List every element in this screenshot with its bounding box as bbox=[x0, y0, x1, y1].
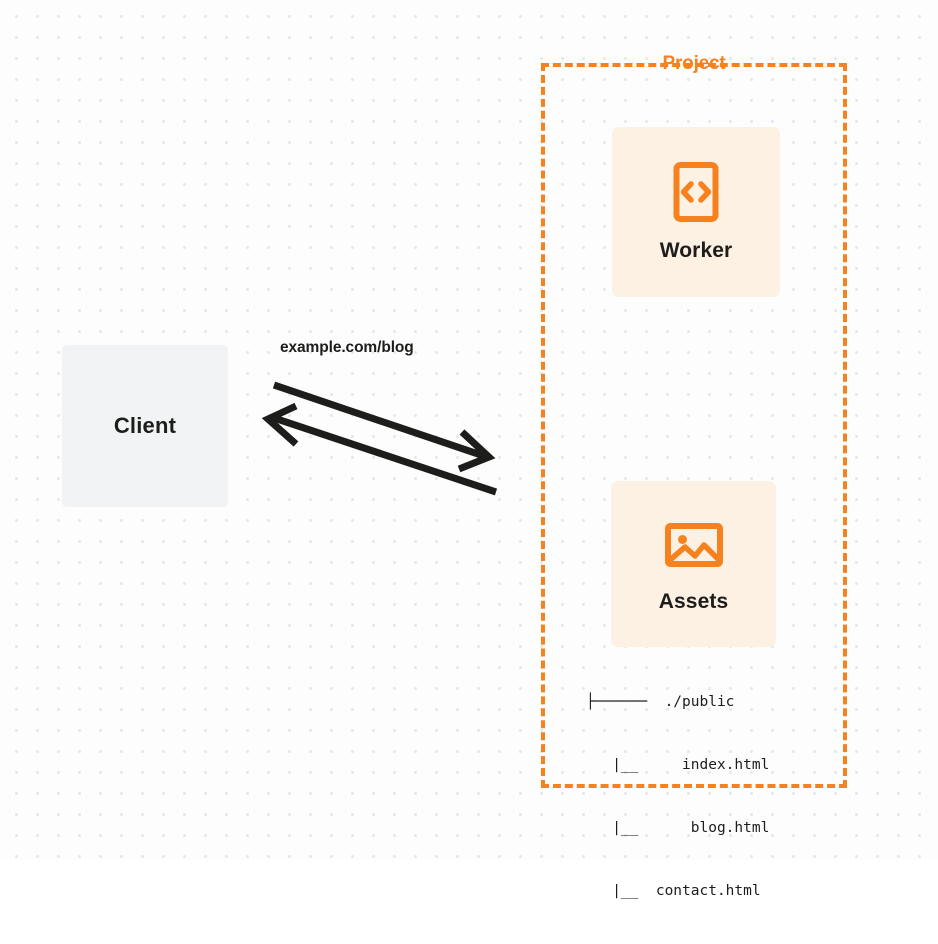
project-title: Project bbox=[662, 53, 726, 74]
request-url-label: example.com/blog bbox=[280, 339, 414, 356]
diagram-canvas: Client example.com/blog Project Worker bbox=[0, 0, 938, 899]
project-container: Project bbox=[541, 53, 847, 788]
file-tree-row: ├────── ./public bbox=[586, 694, 735, 710]
file-tree-row: |__ index.html bbox=[586, 757, 770, 773]
worker-label: Worker bbox=[659, 239, 733, 262]
file-tree-row: |__ contact.html bbox=[586, 883, 761, 899]
assets-file-tree: ├────── ./public |__ index.html |__ blog… bbox=[586, 650, 769, 944]
file-tree-row: |__ blog.html bbox=[586, 820, 770, 836]
assets-label: Assets bbox=[658, 590, 729, 613]
assets-node[interactable]: Assets bbox=[611, 481, 776, 647]
image-icon bbox=[664, 523, 723, 567]
client-label: Client bbox=[113, 413, 177, 438]
request-arrow bbox=[272, 381, 496, 473]
worker-node[interactable]: Worker bbox=[612, 127, 780, 297]
response-arrow bbox=[261, 402, 498, 496]
client-node[interactable]: Client bbox=[62, 345, 228, 507]
code-brackets-icon bbox=[673, 162, 719, 222]
